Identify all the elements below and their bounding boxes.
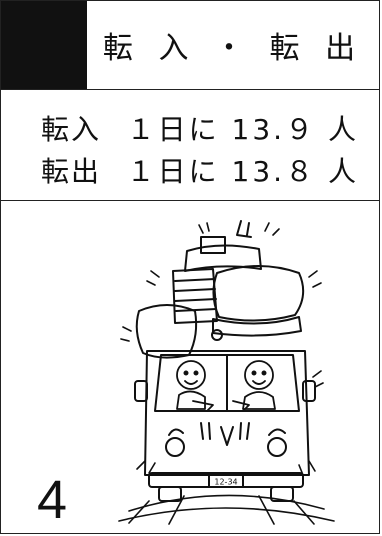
license-plate-text: 12-34 [214, 478, 237, 487]
stats-section: 転入 １日に 13.９ 人 転出 １日に 13.８ 人 [1, 90, 379, 201]
stat-value-move-in: １日に 13.９ 人 [126, 113, 359, 146]
header-black-block [1, 1, 87, 89]
stat-value-move-out: １日に 13.８ 人 [126, 155, 359, 188]
page-title: 転 入 ・ 転 出 [102, 31, 364, 66]
stat-row-move-in: 転入 １日に 13.９ 人 [41, 108, 359, 148]
truck-body-icon [134, 350, 316, 502]
stat-label-move-in: 転入 [41, 113, 102, 146]
page-number: 4 [37, 470, 68, 530]
moving-truck-illustration: 12-34 [118, 220, 335, 525]
illustration-area: 12-34 4 [1, 201, 379, 535]
cargo-stack-icon [135, 220, 305, 359]
passenger-face-icon [232, 360, 276, 412]
header: 転 入 ・ 転 出 [1, 1, 379, 90]
road-lines-icon [118, 494, 335, 525]
motion-lines-icon [120, 222, 324, 476]
stat-row-move-out: 転出 １日に 13.８ 人 [41, 150, 359, 190]
stat-label-move-out: 転出 [41, 155, 102, 188]
driver-face-icon [176, 360, 214, 412]
